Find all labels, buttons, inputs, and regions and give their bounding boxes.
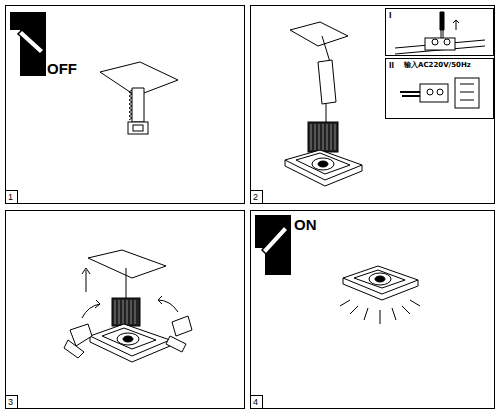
callout-number: 1 bbox=[8, 193, 13, 202]
downlight bbox=[285, 122, 362, 186]
switch-on bbox=[255, 215, 291, 275]
number-box bbox=[6, 396, 18, 409]
screwdriver-detail bbox=[395, 12, 485, 54]
callout-number: 4 bbox=[253, 398, 258, 407]
switch-label: ON bbox=[294, 217, 317, 232]
switch-label: OFF bbox=[47, 61, 77, 76]
saw bbox=[128, 88, 148, 134]
ceiling-tile bbox=[290, 22, 348, 46]
panel-frame bbox=[251, 211, 495, 409]
callout-number: I bbox=[389, 11, 392, 20]
callout-number: 3 bbox=[8, 398, 13, 407]
inset-frame bbox=[386, 9, 494, 56]
driver bbox=[318, 60, 336, 104]
light-rays bbox=[340, 300, 420, 324]
panel-frame bbox=[251, 6, 495, 204]
callout-number: 2 bbox=[253, 193, 258, 202]
switch-off bbox=[10, 12, 46, 76]
wire bbox=[126, 268, 127, 300]
inset-frame bbox=[386, 59, 494, 119]
number-box bbox=[6, 191, 18, 204]
wiring-detail bbox=[400, 78, 479, 108]
arrow-up bbox=[82, 268, 90, 292]
hands bbox=[64, 296, 192, 358]
downlight-lit bbox=[340, 266, 420, 324]
panel-frame bbox=[6, 6, 245, 204]
number-box bbox=[251, 191, 263, 204]
downlight bbox=[90, 298, 170, 362]
panel-frame bbox=[6, 211, 245, 409]
callout-number: II bbox=[389, 61, 394, 70]
number-box bbox=[251, 396, 263, 409]
callout-number: 输入AC220V/50Hz bbox=[404, 62, 471, 69]
ceiling-tile bbox=[88, 250, 166, 278]
